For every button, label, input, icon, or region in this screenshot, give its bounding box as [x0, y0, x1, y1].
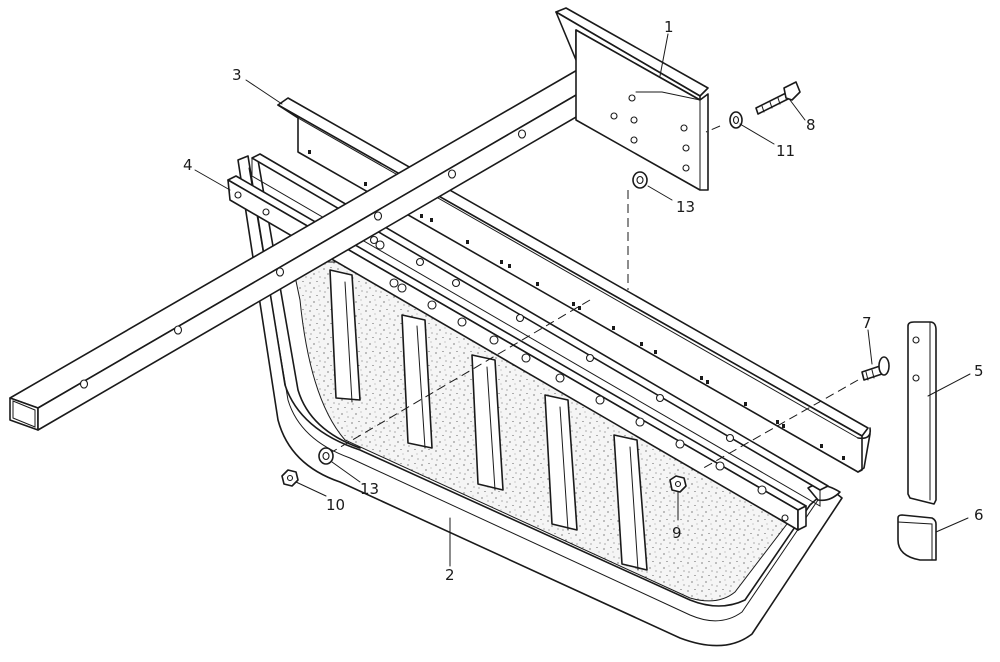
- leader-lines: [194, 33, 971, 567]
- callout-9: 9: [672, 524, 682, 542]
- step-tread-part-2: [237, 155, 843, 647]
- callout-13-lower: 13: [360, 480, 379, 498]
- bolt-part-8: [755, 81, 801, 115]
- washer-part-13-lower: [318, 447, 334, 465]
- bolt-part-7: [861, 356, 890, 381]
- tube-holes: [79, 93, 587, 389]
- rail-3-slots: [308, 150, 845, 460]
- flat-bar-holes: [234, 191, 789, 522]
- assembly-lines: [331, 125, 859, 471]
- washer-part-13-upper: [632, 171, 648, 189]
- washer-part-11: [729, 111, 743, 129]
- callout-8: 8: [806, 116, 816, 134]
- callout-labels: 1 2 3 4 5 6 7 8 9 10 11 13 13: [183, 18, 984, 584]
- nut-part-10: [281, 469, 299, 487]
- callout-13-upper: 13: [676, 198, 695, 216]
- callout-1: 1: [664, 18, 674, 36]
- end-cap-part-6: [897, 514, 937, 561]
- callout-11: 11: [776, 142, 795, 160]
- nut-part-9: [669, 475, 687, 493]
- mounting-tube-part-1: [9, 7, 709, 431]
- middle-flat-bar: [251, 153, 829, 507]
- strap-part-5: [907, 321, 937, 505]
- callout-6: 6: [974, 506, 984, 524]
- tread-plates: [329, 269, 648, 571]
- callout-7: 7: [862, 314, 872, 332]
- callout-10: 10: [326, 496, 345, 514]
- callout-3: 3: [232, 66, 242, 84]
- middle-bar-holes: [369, 235, 735, 443]
- callout-2: 2: [445, 566, 455, 584]
- callout-4: 4: [183, 156, 193, 174]
- plate-holes: [610, 94, 690, 172]
- callout-5: 5: [974, 362, 984, 380]
